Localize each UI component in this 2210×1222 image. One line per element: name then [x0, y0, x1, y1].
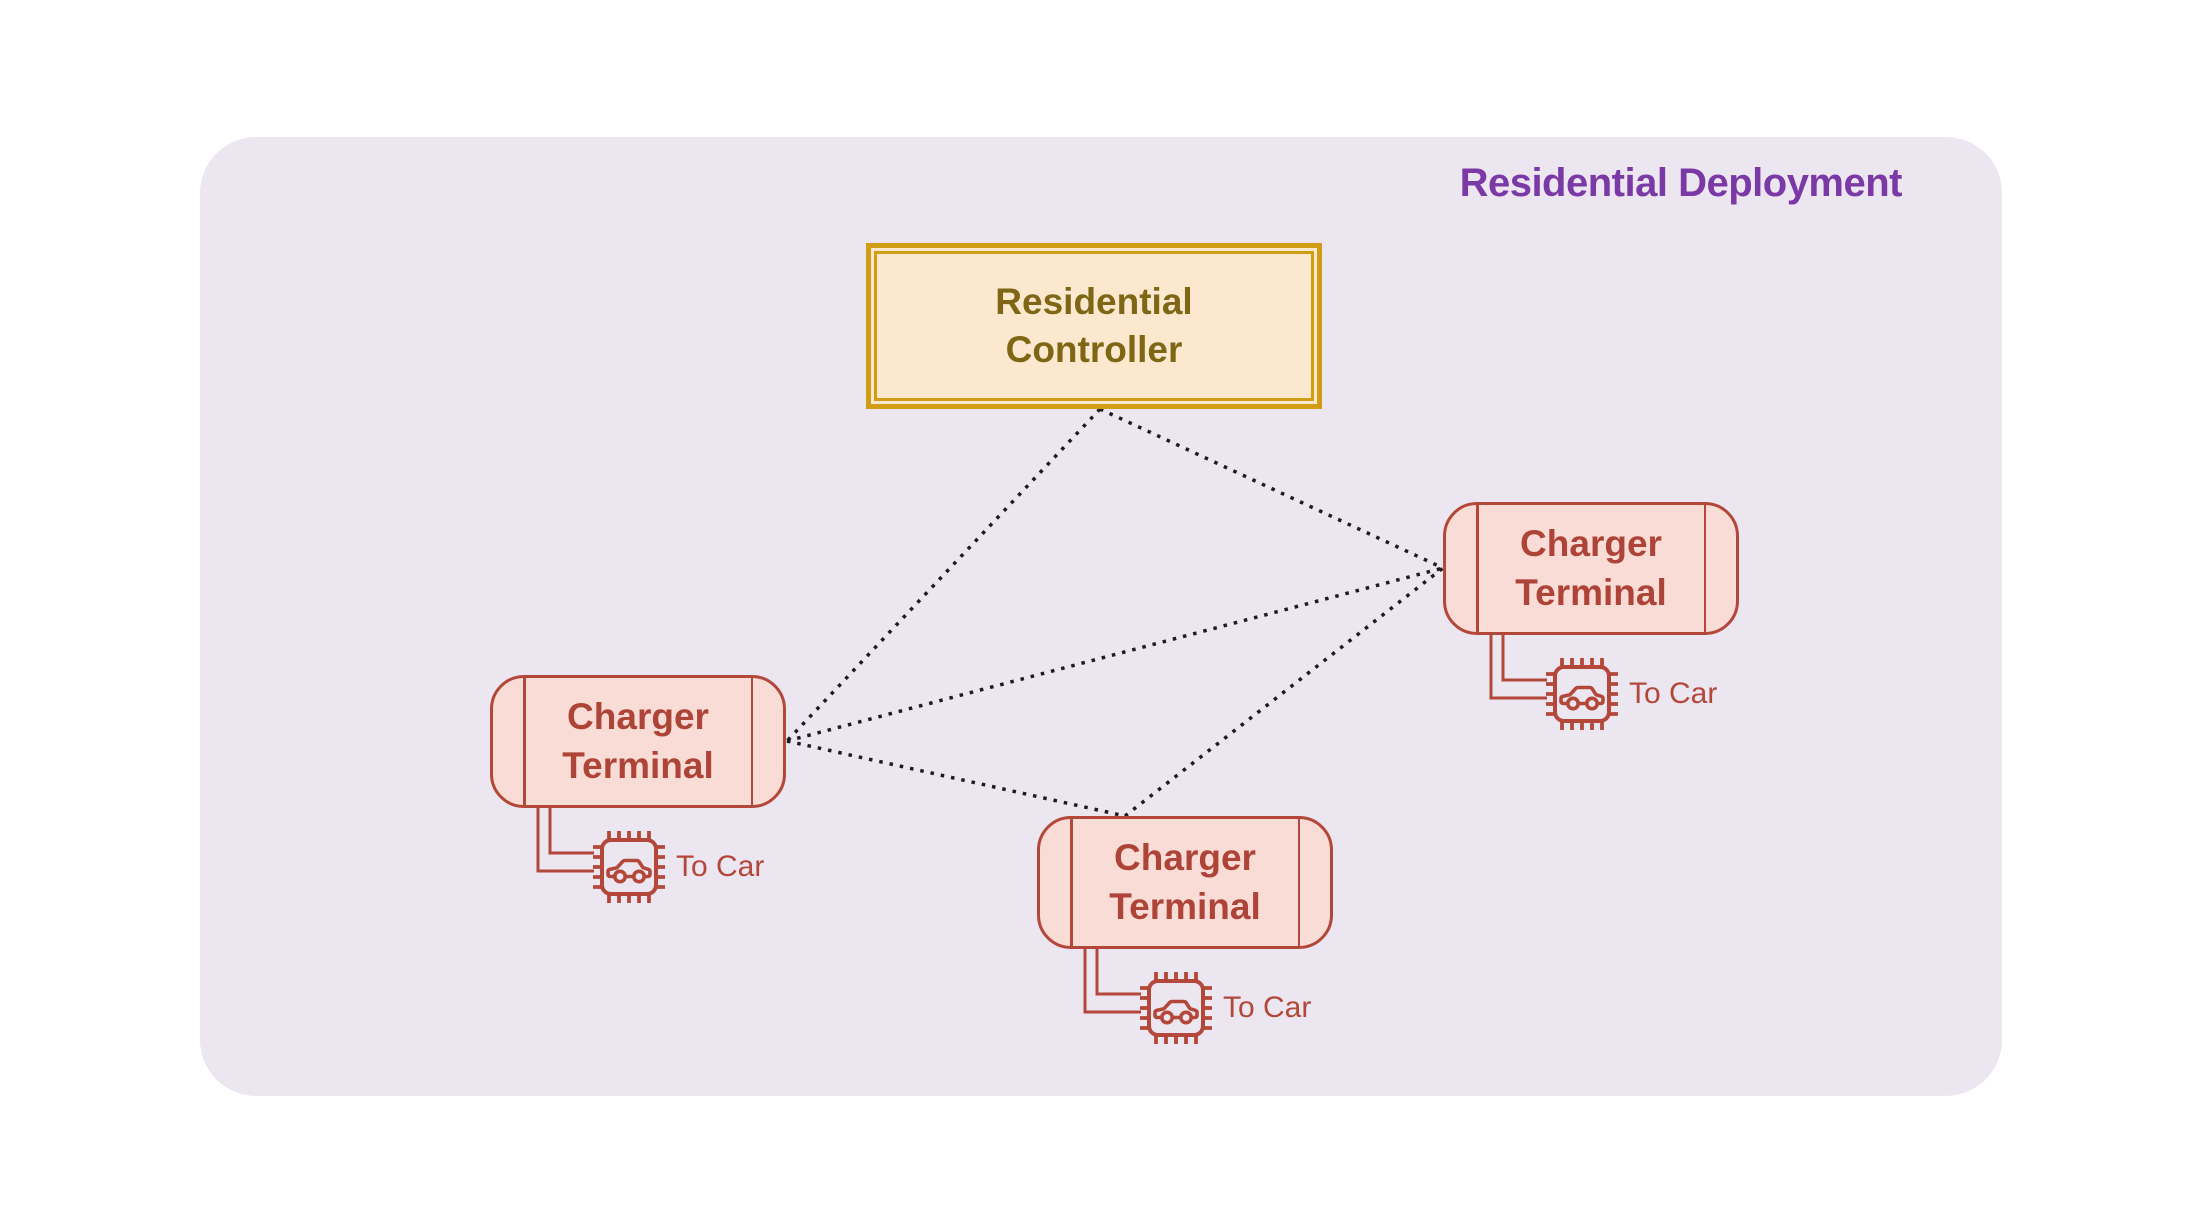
residential-controller-label: Residential Controller	[995, 280, 1193, 370]
to-car-label: To Car	[676, 850, 765, 883]
charger-terminal-bottom-node: Charger Terminal	[1037, 816, 1333, 949]
to-car-label: To Car	[1629, 677, 1718, 710]
charger-terminal-right-label: Charger Terminal	[1515, 523, 1667, 613]
car-chip-icon	[593, 831, 665, 903]
charger-terminal-left-node: Charger Terminal	[490, 675, 786, 808]
residential-controller-node: Residential Controller	[866, 243, 1322, 409]
charger-terminal-left-label: Charger Terminal	[562, 696, 714, 786]
charger-terminal-bottom-label: Charger Terminal	[1109, 837, 1261, 927]
to-car-label: To Car	[1223, 991, 1312, 1024]
charger-terminal-right-node: Charger Terminal	[1443, 502, 1739, 635]
cluster-title: Residential Deployment	[1459, 161, 1903, 205]
car-chip-icon	[1546, 658, 1618, 730]
car-chip-icon	[1140, 972, 1212, 1044]
